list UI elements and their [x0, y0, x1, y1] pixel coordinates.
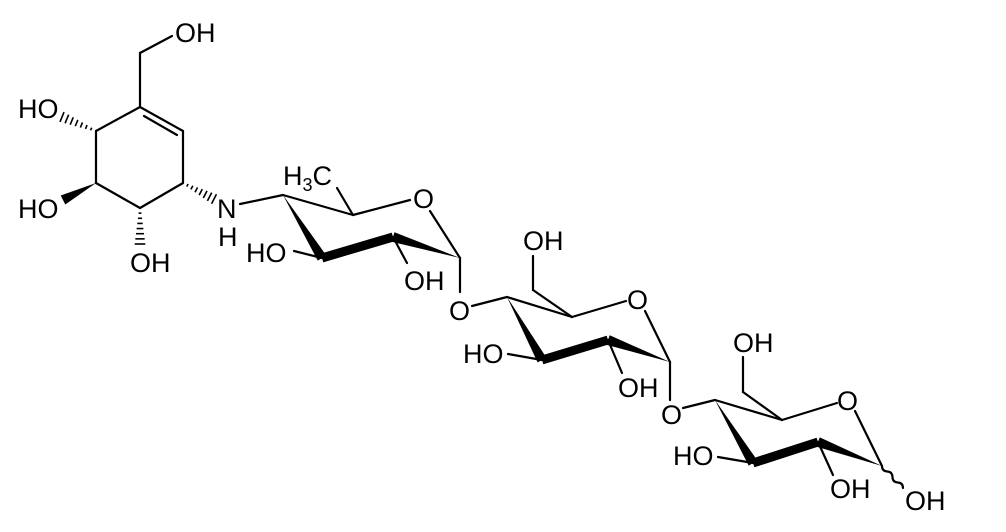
single-bond: [351, 198, 412, 217]
single-bond: [428, 209, 462, 260]
hashed-bond-segment: [59, 111, 65, 123]
hashed-bond-segment: [69, 116, 74, 126]
wavy-bond: [880, 464, 905, 490]
glycosidic-oxygen-label: O: [449, 296, 470, 326]
single-bond: [138, 181, 185, 210]
hydroxyl-label: OH: [523, 226, 564, 256]
single-bond: [741, 390, 784, 422]
hashed-bond-segment: [74, 119, 79, 127]
hashed-bond-segment: [202, 190, 208, 199]
hashed-bond-segment: [79, 122, 84, 128]
hydroxyl-label: HO: [673, 441, 714, 471]
hydroxyl-label: OH: [733, 328, 774, 358]
wedge-bond: [816, 437, 882, 466]
single-bond: [94, 181, 142, 210]
single-bond: [138, 105, 185, 133]
methyl-c: C: [313, 161, 333, 191]
bold-bond: [540, 335, 610, 365]
hydroxyl-label: HO: [18, 194, 59, 224]
hashed-bond-segment: [210, 193, 218, 205]
nitrogen-label: N: [217, 194, 237, 224]
single-bond: [681, 398, 717, 410]
hashed-bond-segment: [89, 127, 93, 131]
anomeric-hydroxyl-label: OH: [905, 486, 946, 516]
hydroxyl-label: OH: [130, 248, 171, 278]
single-bond: [470, 295, 509, 308]
wedge-bond: [60, 183, 96, 205]
hydroxyl-label: OH: [618, 373, 659, 403]
single-bond: [643, 309, 672, 364]
hashed-bond-segment: [198, 188, 203, 196]
bonds: [59, 34, 905, 490]
ring-oxygen-label: O: [627, 285, 648, 315]
hashed-bond-segment: [186, 183, 189, 187]
hashed-bond-segment: [194, 187, 199, 193]
wedge-bond: [606, 335, 670, 362]
wedge-bond: [715, 400, 758, 466]
single-bond: [713, 398, 784, 422]
glycosidic-oxygen-label: O: [661, 400, 682, 430]
bold-bond: [320, 232, 395, 263]
hydroxyl-label: HO: [18, 94, 59, 124]
single-bond: [780, 401, 839, 422]
methyl-subscript: 3: [303, 175, 313, 195]
single-bond: [531, 288, 574, 319]
single-bond: [570, 299, 628, 319]
single-bond: [281, 193, 355, 217]
hydroxyl-label: OH: [404, 266, 445, 296]
hashed-bond-segment: [64, 114, 70, 124]
hydroxyl-label: OH: [830, 474, 871, 504]
hydroxyl-label: HO: [463, 339, 504, 369]
single-bond: [505, 295, 574, 319]
ring-oxygen-label: O: [413, 184, 434, 214]
bold-bond: [751, 437, 820, 468]
ring-oxygen-label: O: [837, 386, 858, 416]
methyl-label: H3C: [283, 161, 332, 195]
single-bond: [138, 34, 174, 55]
wedge-bond: [507, 297, 547, 363]
hydroxyl-label: HO: [246, 238, 287, 268]
atom-labels: OH HO HO OH N H H3C O HO OH O OH O HO OH…: [18, 18, 946, 516]
methyl-h: H: [283, 161, 303, 191]
wedge-bond: [391, 232, 460, 258]
hashed-bond-segment: [206, 192, 213, 202]
single-bond: [142, 114, 179, 137]
wedge-bond: [283, 195, 327, 261]
hydroxyl-label: OH: [175, 18, 216, 48]
amine-hydrogen-label: H: [218, 222, 238, 252]
hashed-bond-segment: [84, 124, 88, 130]
single-bond: [335, 186, 355, 217]
single-bond: [853, 409, 884, 468]
single-bond: [238, 193, 285, 206]
single-bond: [94, 105, 142, 133]
hashed-bond-segment: [190, 185, 194, 190]
